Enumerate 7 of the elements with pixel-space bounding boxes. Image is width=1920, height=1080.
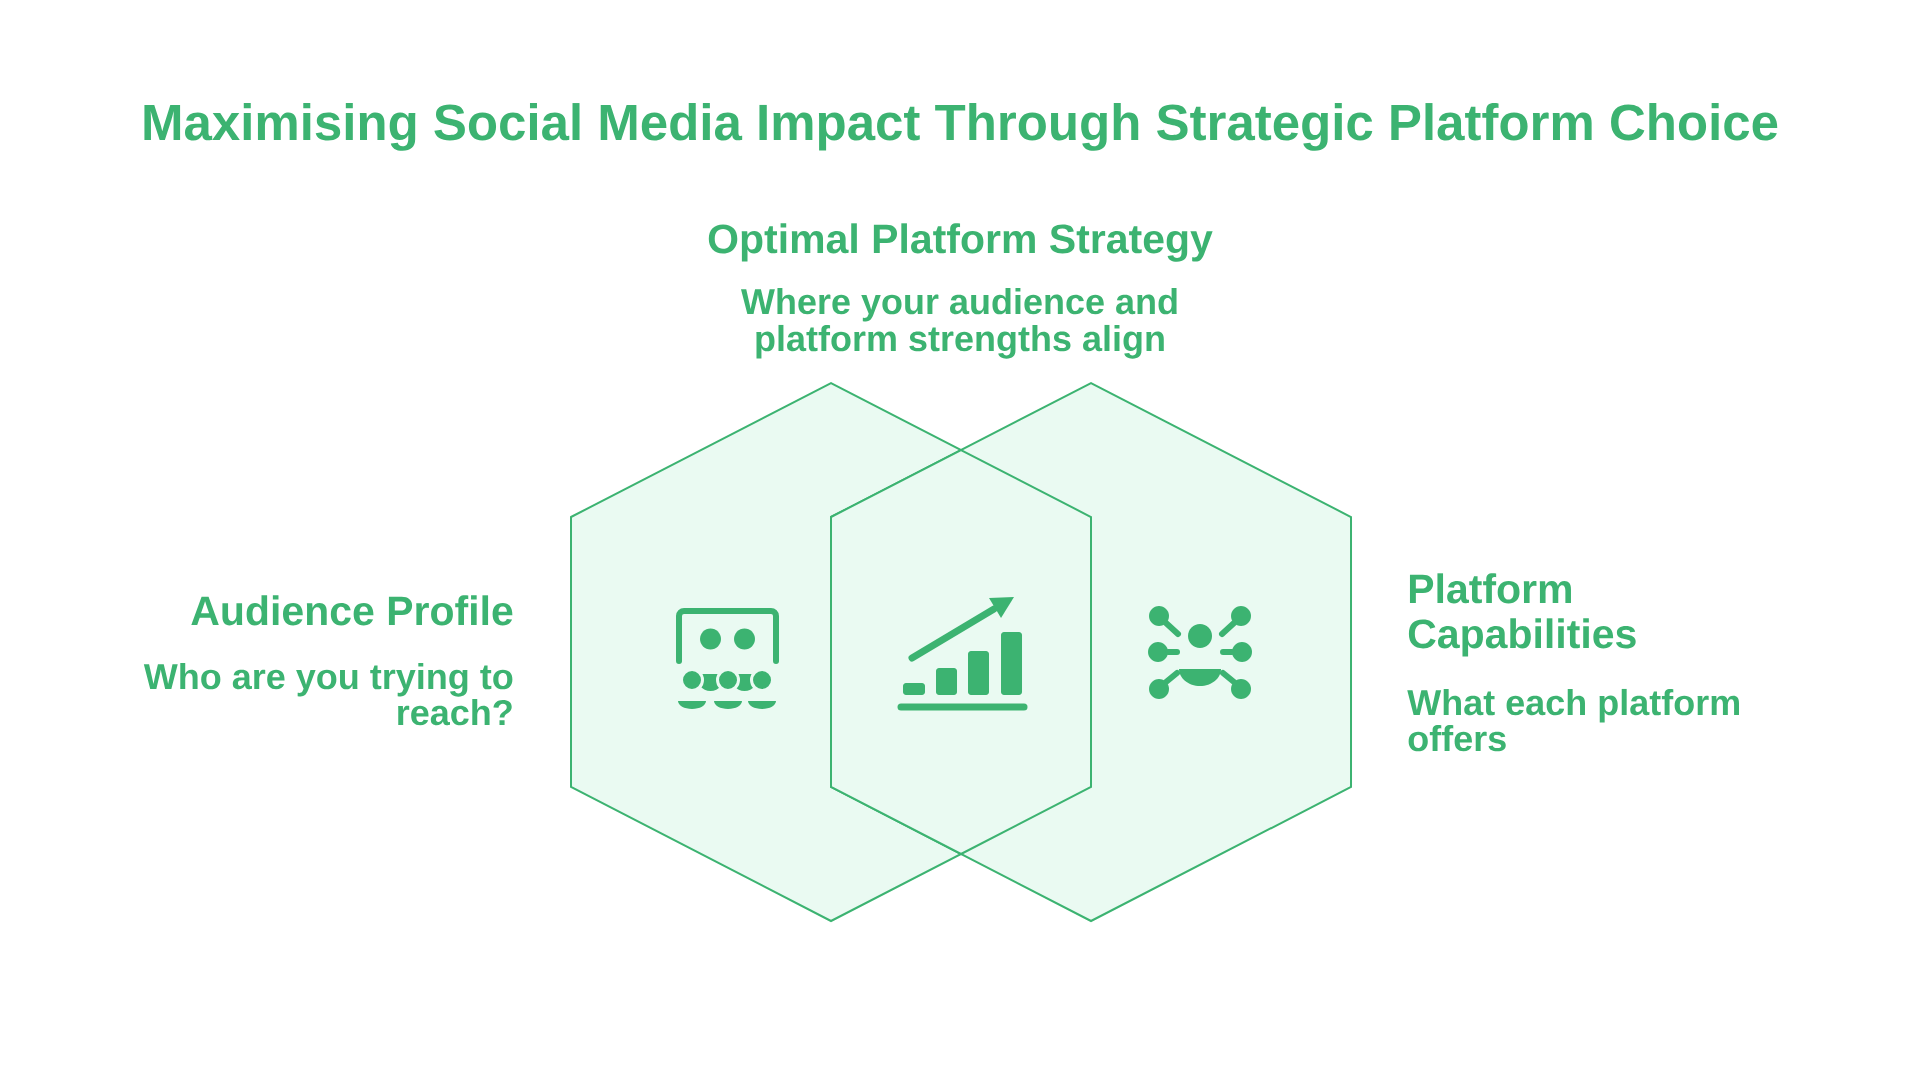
description: Where your audience and platform strengths align [741,287,1177,359]
heading: Optimal Platform Strategy [708,223,1213,262]
heading: Audience Profile [191,595,513,626]
title: Maximising Social Media Impact Through Strategic Platform Choice [144,103,1778,151]
description: What each platform offers [1407,688,1739,752]
description: Who are you trying to reach? [143,662,513,726]
heading: Platform Capabilities [1408,573,1636,657]
